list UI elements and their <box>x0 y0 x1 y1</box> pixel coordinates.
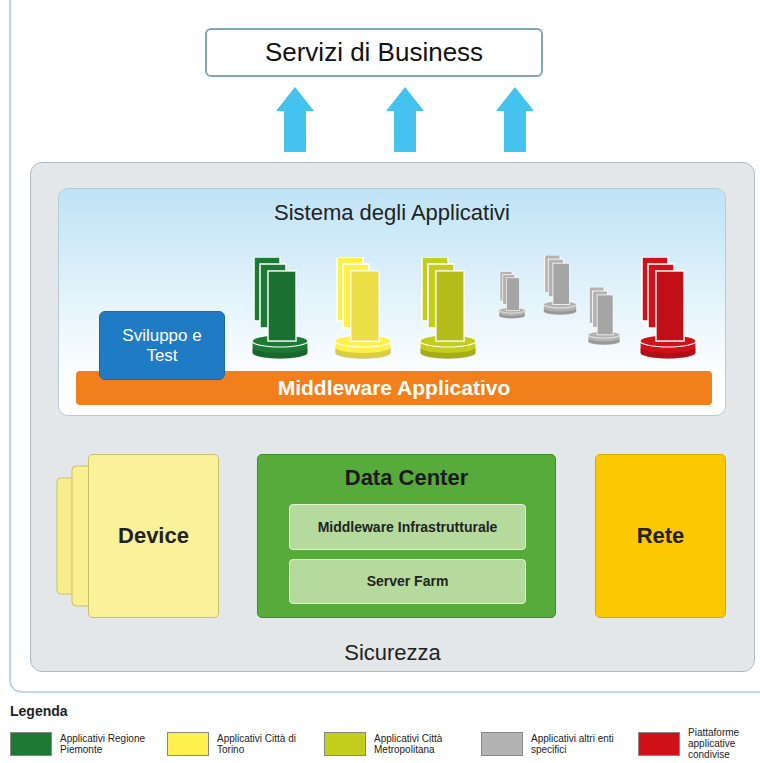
block-arrow <box>276 87 314 152</box>
legend-text: Applicativi Regione Piemonte <box>60 733 150 755</box>
network-box: Rete <box>595 454 726 618</box>
node-label: Sistema degli Applicativi <box>268 200 516 225</box>
node-label: Data Center <box>339 465 474 490</box>
app-icon-green <box>252 257 308 359</box>
legend-item: Applicativi altri enti specifici <box>481 727 638 760</box>
legend-text: Applicativi Città di Torino <box>217 733 307 755</box>
infra-middleware-box: Middleware Infrastrutturale <box>289 504 526 550</box>
node-label: Middleware Applicativo <box>272 376 517 400</box>
frame-outline <box>10 0 760 692</box>
block-arrow <box>386 87 424 152</box>
legend-item: Piattaforme applicative condivise <box>638 727 746 760</box>
app-icon-red <box>640 257 696 359</box>
app-icon-lime <box>420 257 476 359</box>
datacenter-box: Data CenterMiddleware InfrastrutturaleSe… <box>257 454 556 618</box>
device-box: Device <box>88 454 219 618</box>
node-label: Middleware Infrastrutturale <box>312 519 504 535</box>
node-label: Server Farm <box>361 573 455 589</box>
dev-test-box: Sviluppo e Test <box>99 311 225 380</box>
legend-row: Applicativi Regione Piemonte Applicativi … <box>10 727 760 760</box>
legend-swatch <box>324 732 366 756</box>
block-arrow <box>496 87 534 152</box>
security-panel: Sicurezza Sistema degli ApplicativiSvilu… <box>30 162 755 672</box>
business-box: Servizi di Business <box>205 28 543 77</box>
legend-item: Applicativi Città di Torino <box>167 727 324 760</box>
node-label: Sicurezza <box>338 640 447 665</box>
app-icon-grey <box>544 255 577 315</box>
legend: LegendaApplicativi Regione PiemonteAppli… <box>10 703 760 760</box>
legend-item: Applicativi Città Metropolitana <box>324 727 481 760</box>
legend-swatch <box>167 732 209 756</box>
legend-swatch <box>638 732 680 756</box>
app-icon-yellow <box>335 257 391 359</box>
legend-swatch <box>481 732 523 756</box>
legend-text: Applicativi altri enti specifici <box>531 733 621 755</box>
app-icon-grey <box>499 271 525 318</box>
node-label: Sviluppo e Test <box>100 326 224 365</box>
legend-text: Piattaforme applicative condivise <box>688 727 746 760</box>
legend-text: Applicativi Città Metropolitana <box>374 733 464 755</box>
server-farm-box: Server Farm <box>289 559 526 604</box>
node-label: Rete <box>631 523 691 548</box>
app-icon-grey <box>588 287 620 345</box>
node-label: Servizi di Business <box>259 38 489 68</box>
applications-panel: Sistema degli ApplicativiSviluppo e Test… <box>58 188 726 416</box>
legend-swatch <box>10 732 52 756</box>
legend-title: Legenda <box>10 703 760 719</box>
node-label: Device <box>112 523 195 548</box>
legend-item: Applicativi Regione Piemonte <box>10 727 167 760</box>
